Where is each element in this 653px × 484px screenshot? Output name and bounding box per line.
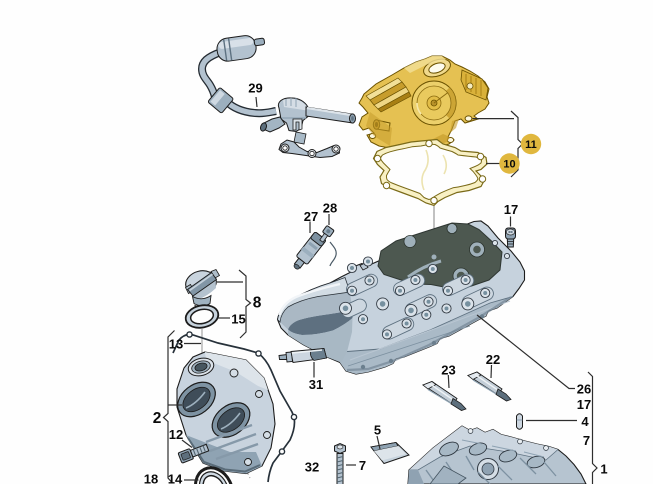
svg-text:5: 5 <box>374 423 381 438</box>
svg-text:7: 7 <box>583 433 590 448</box>
svg-text:7: 7 <box>359 458 366 473</box>
svg-text:13: 13 <box>169 337 183 352</box>
svg-text:17: 17 <box>504 202 518 217</box>
svg-text:15: 15 <box>231 312 245 327</box>
svg-text:29: 29 <box>248 81 262 96</box>
svg-text:32: 32 <box>305 460 319 475</box>
svg-text:2: 2 <box>153 410 162 427</box>
svg-text:10: 10 <box>503 158 515 170</box>
svg-text:31: 31 <box>309 377 323 392</box>
svg-text:23: 23 <box>441 363 455 378</box>
svg-text:17: 17 <box>577 397 591 412</box>
svg-text:26: 26 <box>577 382 591 397</box>
svg-text:18: 18 <box>144 472 158 484</box>
svg-text:14: 14 <box>168 472 183 484</box>
svg-text:11: 11 <box>525 139 537 151</box>
svg-text:4: 4 <box>581 414 589 429</box>
svg-text:28: 28 <box>323 201 337 216</box>
svg-text:12: 12 <box>169 427 183 442</box>
svg-text:27: 27 <box>304 209 318 224</box>
svg-text:1: 1 <box>600 462 607 477</box>
svg-text:8: 8 <box>253 295 262 312</box>
svg-text:22: 22 <box>486 352 500 367</box>
